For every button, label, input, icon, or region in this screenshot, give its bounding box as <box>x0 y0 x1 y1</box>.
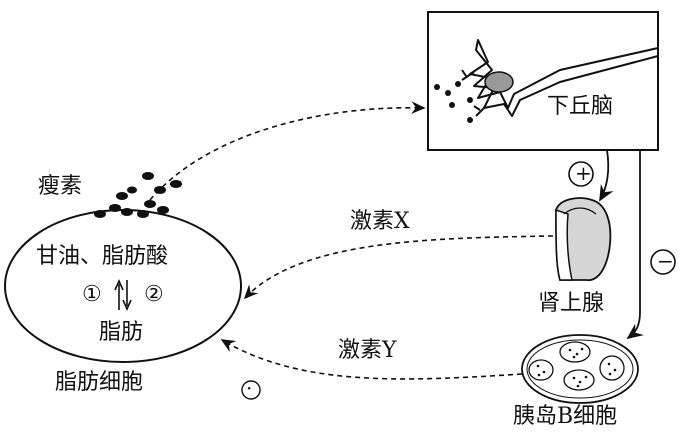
leptin-to-hypothalamus-arrow <box>149 101 426 201</box>
hormone-y-arrow <box>220 339 523 380</box>
fat-cell-label: 脂肪细胞 <box>55 370 144 395</box>
inhibit-sign <box>650 249 676 275</box>
islet-b-cells-icon <box>521 334 639 404</box>
adrenal-gland-icon <box>555 197 612 281</box>
plus-sign: + <box>575 161 592 185</box>
hypothalamus-to-adrenal-arrow <box>599 149 614 202</box>
hormone-y-label: 激素Y <box>338 338 397 363</box>
hypothalamus-label: 下丘脑 <box>547 94 614 119</box>
leptin-label: 瘦素 <box>38 174 83 199</box>
hypothalamus-to-islet-arrow <box>626 150 644 340</box>
minus-sign: − <box>657 249 674 273</box>
dot-sign-label: · <box>246 376 253 400</box>
stimulate-sign <box>568 161 594 187</box>
hormone-x-label: 激素X <box>350 209 410 234</box>
neuron-icon <box>461 39 659 117</box>
hormone-x-arrow <box>243 235 554 300</box>
conversion-arrows-icon <box>114 279 132 311</box>
dot-sign <box>241 380 261 400</box>
adrenal-label: 肾上腺 <box>538 291 605 316</box>
hypothalamus-box <box>427 11 659 151</box>
step-1-label: ① <box>82 282 102 307</box>
leptin-molecules-at-neuron <box>434 81 473 123</box>
glycerol-fatty-acid-label: 甘油、脂肪酸 <box>36 244 169 269</box>
leptin-molecules <box>94 172 182 218</box>
islet-b-cell-label: 胰岛B细胞 <box>513 404 618 429</box>
fat-label: 脂肪 <box>99 320 144 345</box>
step-2-label: ② <box>144 282 164 307</box>
